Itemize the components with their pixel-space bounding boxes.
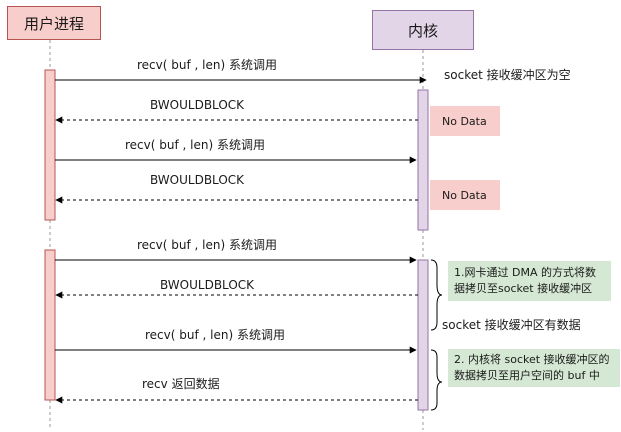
no-data-text-1: No Data: [442, 114, 487, 128]
copy-note-line-2: 数据拷贝至用户空间的 buf 中: [454, 369, 600, 382]
user-process-label: 用户进程: [23, 14, 84, 33]
socket-has-data-label: socket 接收缓冲区有数据: [442, 318, 581, 332]
msg-label-7: recv( buf , len) 系统调用: [145, 328, 285, 342]
user-activation-2: [44, 249, 56, 401]
kernel-activation-2: [417, 259, 429, 411]
msg-label-5: recv( buf , len) 系统调用: [137, 238, 277, 252]
no-data-note-1: No Data: [430, 106, 500, 136]
copy-note-line-1: 2. 内核将 socket 接收缓冲区的: [454, 353, 610, 366]
no-data-note-2: No Data: [430, 180, 500, 210]
msg-label-6: BWOULDBLOCK: [160, 278, 255, 292]
copy-note: 2. 内核将 socket 接收缓冲区的 数据拷贝至用户空间的 buf 中: [448, 349, 620, 387]
msg-label-3: recv( buf , len) 系统调用: [125, 138, 265, 152]
bracket-dma: [430, 259, 443, 331]
kernel-box: 内核: [372, 10, 474, 50]
dma-note-line-1: 1.网卡通过 DMA 的方式将数: [454, 266, 596, 279]
no-data-text-2: No Data: [442, 188, 487, 202]
msg-label-2: BWOULDBLOCK: [150, 98, 245, 112]
user-activation-1: [44, 69, 56, 221]
bracket-copy: [430, 349, 443, 411]
socket-empty-label: socket 接收缓冲区为空: [444, 68, 571, 82]
msg-label-4: BWOULDBLOCK: [150, 173, 245, 187]
user-process-box: 用户进程: [7, 6, 101, 40]
kernel-activation-1: [417, 89, 429, 231]
dma-note-line-2: 据拷贝至socket 接收缓冲区: [454, 282, 593, 295]
dma-note: 1.网卡通过 DMA 的方式将数 据拷贝至socket 接收缓冲区: [448, 261, 611, 301]
msg-label-8: recv 返回数据: [142, 377, 220, 391]
kernel-label: 内核: [407, 21, 438, 40]
msg-label-1: recv( buf , len) 系统调用: [137, 58, 277, 72]
